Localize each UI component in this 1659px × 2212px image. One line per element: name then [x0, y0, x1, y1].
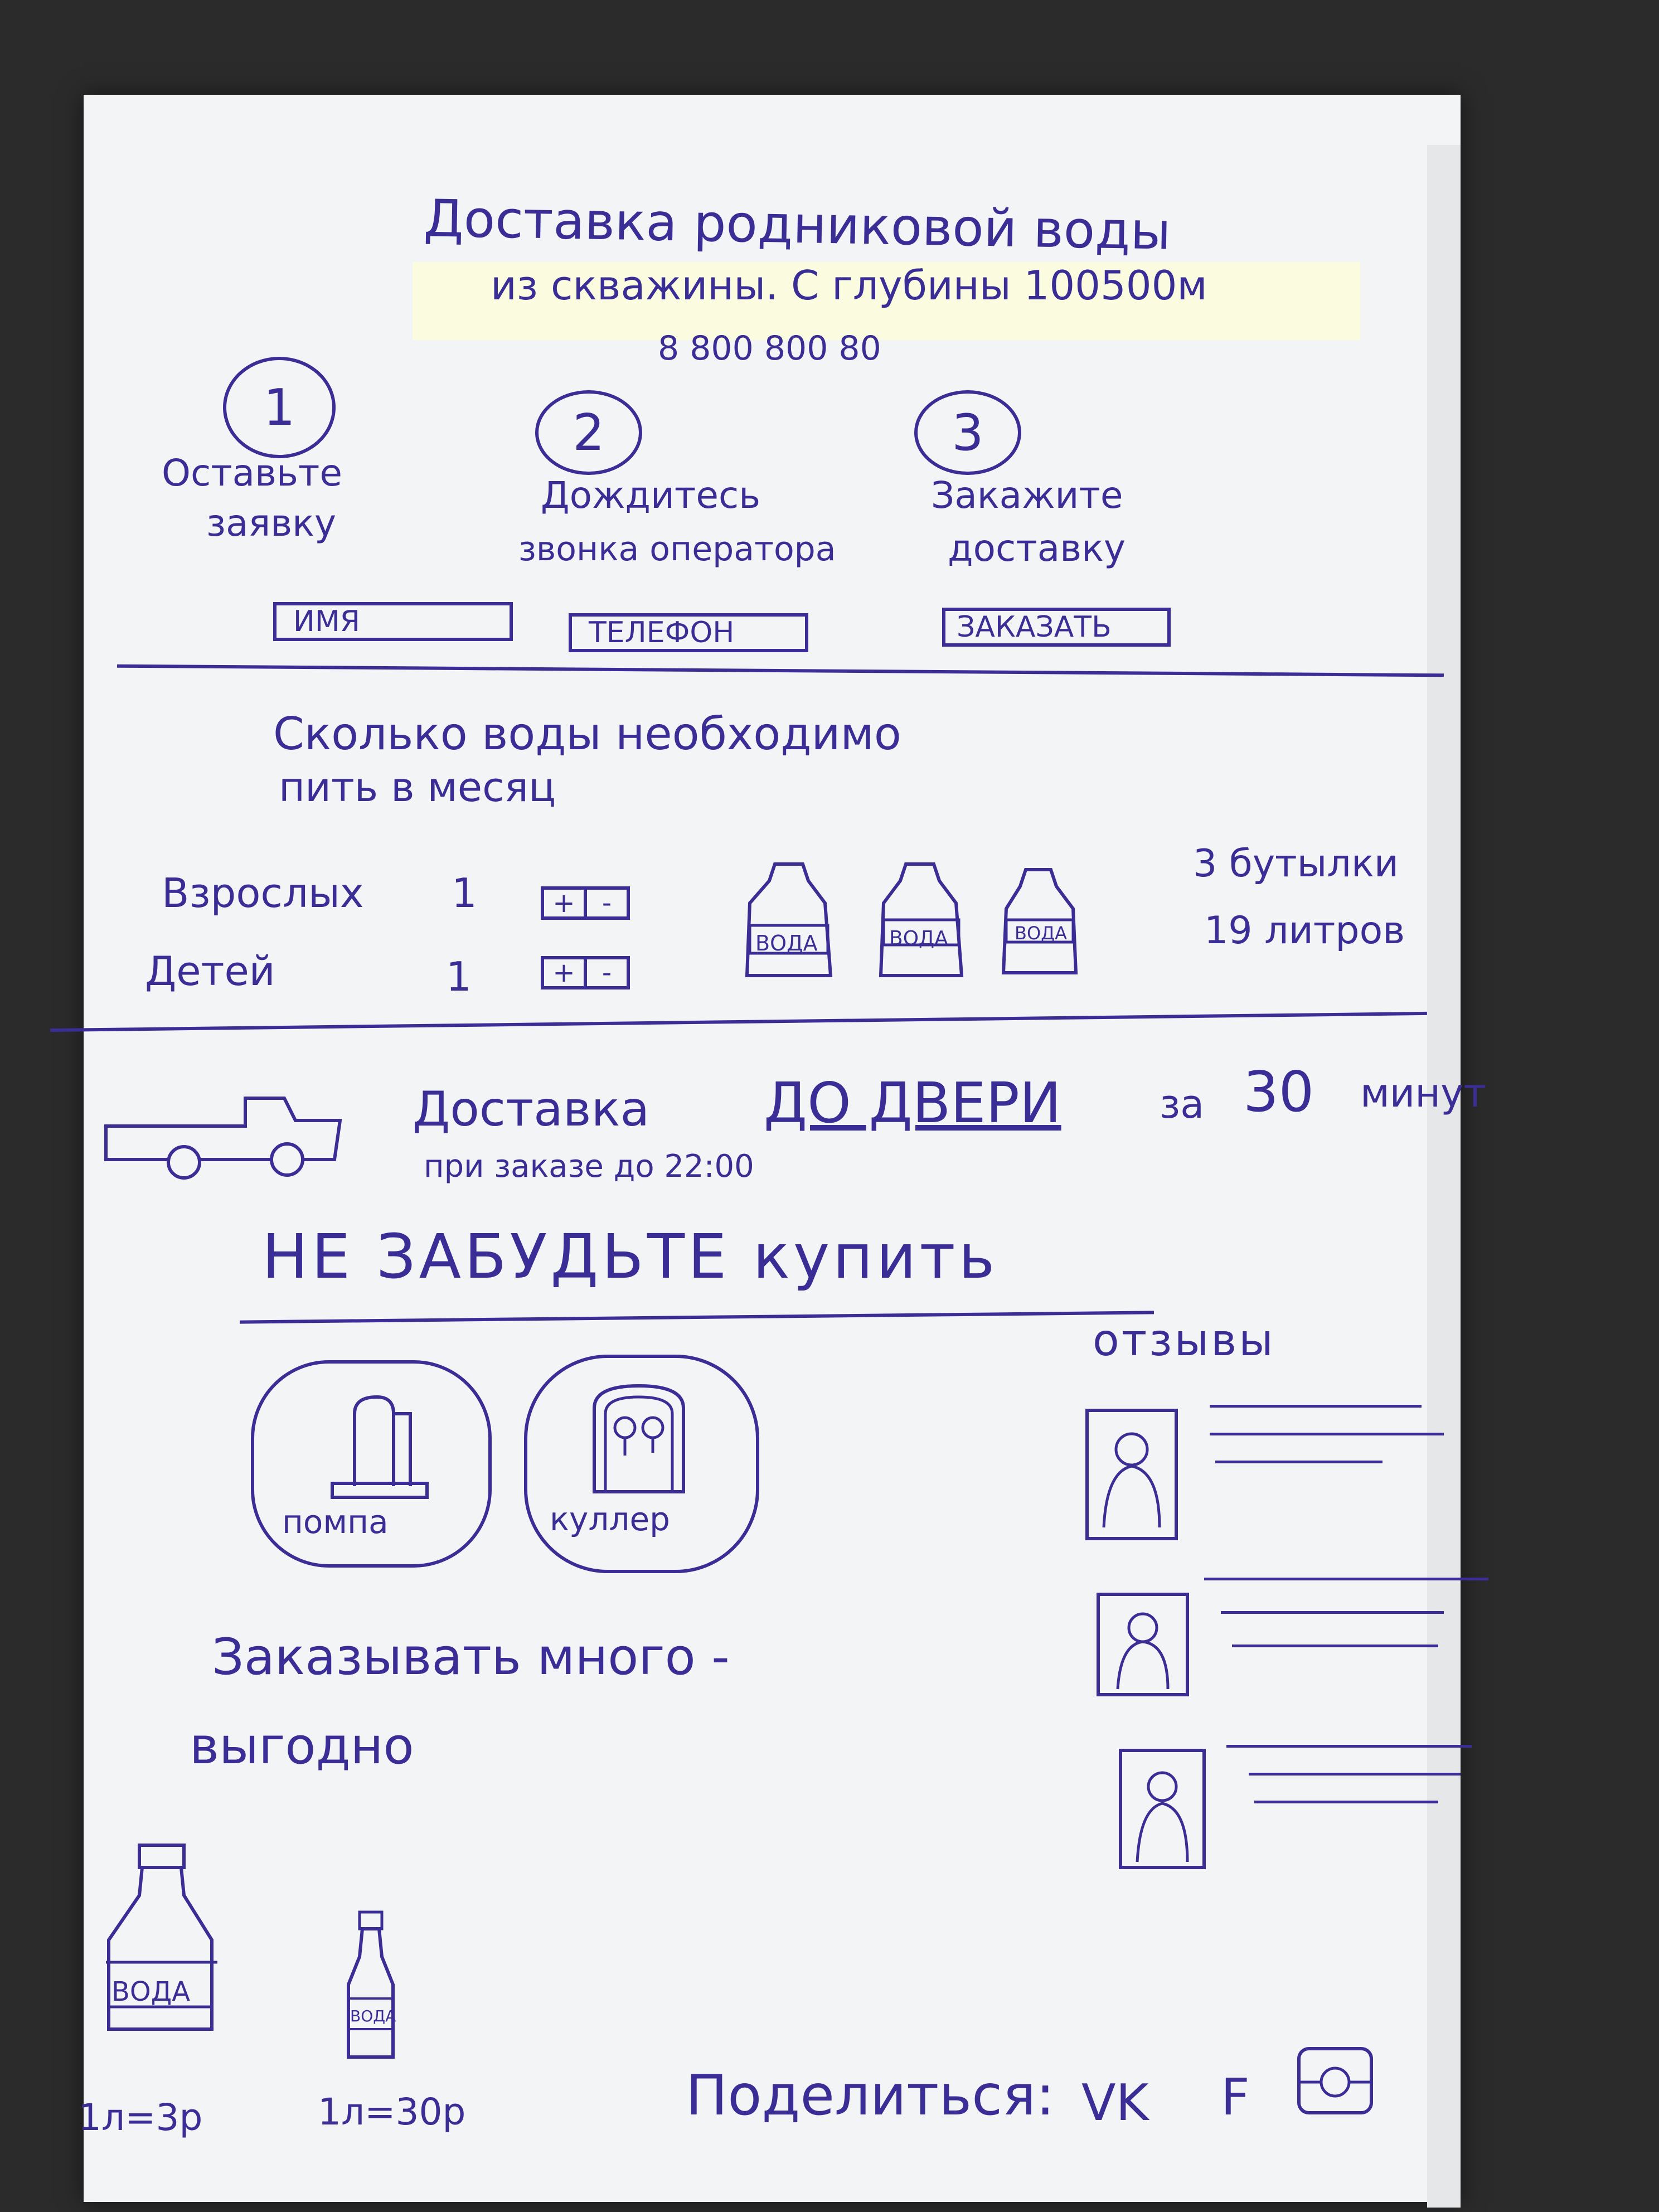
- children-label: Детей: [145, 948, 275, 995]
- step-3-label-line2: доставку: [948, 527, 1126, 570]
- delivery-to-door: ДО ДВЕРИ: [764, 1070, 1061, 1136]
- bottle-label: ВОДА: [1015, 923, 1068, 944]
- review-text-line: [1215, 1461, 1382, 1463]
- step-2-circle: 2: [535, 390, 642, 475]
- step-2-number: 2: [573, 403, 605, 462]
- page-subtitle: из скважины. С глубины 100500м: [491, 262, 1207, 309]
- delivery-text: Доставка: [413, 1081, 650, 1137]
- calculator-title-line2: пить в месяц: [279, 764, 556, 811]
- name-input-placeholder: ИМЯ: [293, 605, 360, 638]
- adults-stepper[interactable]: + -: [541, 886, 630, 920]
- review-text-line: [1254, 1801, 1438, 1803]
- small-bottle-icon: [347, 1910, 395, 2059]
- paper-edge: [1427, 145, 1461, 2208]
- user-avatar-icon: [1085, 1409, 1178, 1540]
- children-minus-button[interactable]: -: [584, 957, 627, 988]
- result-liters: 19 литров: [1204, 909, 1405, 953]
- calculator-title-line1: Сколько воды необходимо: [273, 708, 901, 760]
- cooler-label: куллер: [550, 1500, 670, 1538]
- step-3-number: 3: [952, 403, 984, 462]
- bottle-icon: [745, 862, 833, 977]
- delivery-minutes-word: минут: [1360, 1070, 1487, 1116]
- step-3-circle: 3: [914, 390, 1021, 475]
- step-2-label-line2: звонка оператора: [518, 530, 836, 569]
- review-text-line: [1210, 1433, 1444, 1435]
- small-bottle-price[interactable]: 1л=30р: [318, 2090, 466, 2133]
- dont-forget-title: НЕ ЗАБУДЬТЕ купить: [262, 1221, 998, 1292]
- review-text-line: [1210, 1405, 1422, 1408]
- children-stepper[interactable]: + -: [541, 956, 630, 989]
- title-highlight: [413, 262, 1360, 340]
- bottle-icon: [1001, 868, 1078, 974]
- truck-icon: [104, 1097, 342, 1180]
- pump-label: помпа: [282, 1503, 389, 1541]
- step-2-label-line1: Дождитесь: [541, 474, 761, 517]
- bulk-title-line2: выгодно: [190, 1717, 414, 1776]
- children-value: 1: [446, 953, 472, 1000]
- step-1-number: 1: [263, 378, 295, 437]
- bottle-icon: [879, 862, 964, 977]
- user-avatar-icon: [1119, 1749, 1206, 1869]
- small-bottle-label: ВОДА: [350, 2007, 396, 2025]
- big-bottle-label: ВОДА: [111, 1976, 191, 2007]
- bulk-title-line1: Заказывать много -: [212, 1628, 730, 1686]
- big-bottle-icon: [106, 1844, 217, 2031]
- adults-plus-button[interactable]: +: [552, 887, 575, 919]
- pump-icon: [331, 1395, 429, 1499]
- review-text-line: [1249, 1773, 1461, 1776]
- share-label: Поделиться:: [686, 2063, 1055, 2128]
- adults-label: Взрослых: [162, 870, 364, 916]
- cooler-card[interactable]: куллер: [524, 1355, 759, 1573]
- phone-input[interactable]: ТЕЛЕФОН: [569, 613, 808, 652]
- share-vk-button[interactable]: VK: [1081, 2074, 1149, 2132]
- delivery-subtitle: при заказе до 22:00: [424, 1148, 754, 1185]
- order-button[interactable]: ЗАКАЗАТЬ: [942, 608, 1171, 647]
- bottle-label: ВОДА: [889, 927, 948, 950]
- step-1-label-line1: Оставьте: [162, 452, 342, 494]
- phone-number[interactable]: 8 800 800 80: [658, 329, 881, 368]
- review-text-line: [1204, 1578, 1488, 1580]
- bottle-label: ВОДА: [755, 931, 818, 955]
- step-1-circle: 1: [223, 357, 336, 458]
- review-text-line: [1221, 1611, 1444, 1614]
- order-button-label: ЗАКАЗАТЬ: [957, 610, 1112, 644]
- step-3-label-line1: Закажите: [931, 474, 1123, 517]
- delivery-minutes-number: 30: [1243, 1059, 1314, 1124]
- pump-card[interactable]: помпа: [251, 1360, 492, 1568]
- adults-value: 1: [452, 870, 477, 916]
- user-avatar-icon: [1097, 1593, 1189, 1696]
- adults-minus-button[interactable]: -: [584, 887, 627, 919]
- result-bottles: 3 бутылки: [1193, 842, 1399, 886]
- review-text-line: [1226, 1745, 1472, 1748]
- cooler-icon: [593, 1384, 685, 1493]
- big-bottle-price[interactable]: 1л=3р: [78, 2096, 203, 2139]
- step-1-label-line2: заявку: [206, 502, 337, 545]
- name-input[interactable]: ИМЯ: [273, 602, 513, 641]
- review-text-line: [1232, 1645, 1438, 1647]
- camera-icon[interactable]: [1293, 2040, 1377, 2118]
- reviews-title: отзывы: [1093, 1316, 1275, 1366]
- delivery-for: за: [1160, 1081, 1205, 1127]
- phone-input-placeholder: ТЕЛЕФОН: [589, 616, 735, 649]
- children-plus-button[interactable]: +: [552, 957, 575, 988]
- share-facebook-button[interactable]: F: [1221, 2068, 1250, 2127]
